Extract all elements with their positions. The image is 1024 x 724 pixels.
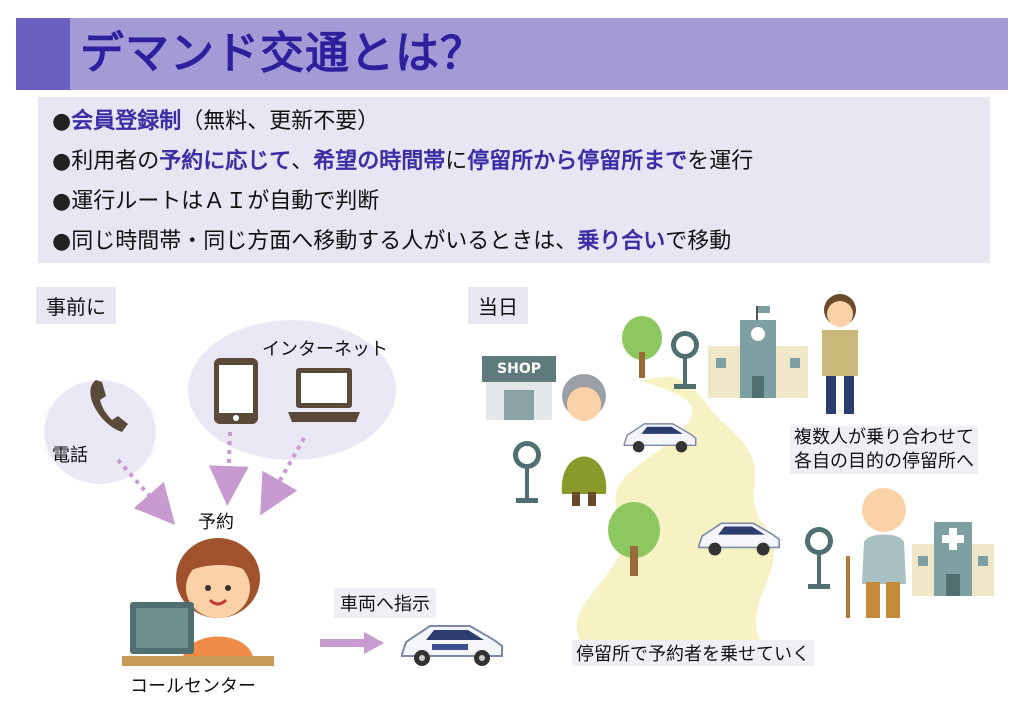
internet-label: インターネット bbox=[262, 339, 388, 360]
bullet-text: で移動 bbox=[665, 229, 732, 254]
bullet-mark: ● bbox=[52, 149, 72, 174]
call-center-label: コールセンター bbox=[130, 676, 256, 697]
title-bar bbox=[16, 18, 1008, 90]
shared-ride-label-2: 各自の目的の停留所へ bbox=[790, 450, 978, 474]
bullet-mark: ● bbox=[52, 189, 72, 214]
laptop-icon bbox=[288, 368, 360, 422]
student-illustration bbox=[822, 294, 858, 414]
demand-vehicle-icon bbox=[623, 423, 697, 453]
highlighted-text: 停留所から停留所まで bbox=[467, 149, 688, 174]
bus-stop-icon bbox=[513, 441, 541, 503]
phone-label: 電話 bbox=[52, 445, 88, 466]
pickup-label: 停留所で予約者を乗せていく bbox=[572, 640, 814, 666]
section-label-same-day: 当日 bbox=[468, 287, 528, 324]
elderly-man-illustration bbox=[846, 488, 906, 618]
highlighted-text: 希望の時間帯 bbox=[313, 149, 446, 174]
bullet-2: ●利用者の予約に応じて、希望の時間帯に停留所から停留所までを運行 bbox=[52, 143, 753, 175]
bus-stop-icon bbox=[805, 527, 833, 589]
elderly-woman-illustration bbox=[561, 374, 607, 506]
title-accent-block bbox=[16, 18, 70, 90]
hospital-building-icon bbox=[912, 522, 994, 596]
demand-vehicle-icon bbox=[698, 522, 780, 556]
shared-ride-label-1: 複数人が乗り合わせて bbox=[790, 426, 978, 450]
highlighted-text: 乗り合い bbox=[577, 229, 666, 254]
bullet-mark: ● bbox=[52, 229, 72, 254]
highlighted-text: 会員登録制 bbox=[71, 109, 182, 134]
tree-icon bbox=[622, 316, 662, 378]
bullet-text: 運行ルートはＡＩが自動で判断 bbox=[71, 189, 380, 214]
instruction-label: 車両へ指示 bbox=[334, 588, 436, 618]
call-center-operator-illustration bbox=[122, 538, 274, 666]
bullet-text: 、 bbox=[291, 149, 314, 174]
bus-stop-icon bbox=[671, 331, 699, 389]
bullet-text: を運行 bbox=[687, 149, 754, 174]
bullet-3: ●運行ルートはＡＩが自動で判断 bbox=[52, 183, 379, 215]
bullet-4: ●同じ時間帯・同じ方面へ移動する人がいるときは、乗り合いで移動 bbox=[52, 223, 731, 255]
demand-vehicle-icon bbox=[401, 625, 503, 666]
bullet-text: に bbox=[445, 149, 468, 174]
summary-box bbox=[38, 97, 990, 263]
page-title: デマンド交通とは？ bbox=[80, 28, 485, 79]
telephone-icon bbox=[90, 380, 128, 432]
bullet-text: （無料、更新不要） bbox=[181, 109, 380, 134]
tree-icon bbox=[608, 502, 660, 576]
bullet-text: 同じ時間帯・同じ方面へ移動する人がいるときは、 bbox=[71, 229, 578, 254]
smartphone-icon bbox=[214, 358, 258, 424]
shop-door bbox=[504, 390, 534, 420]
bullet-mark: ● bbox=[52, 109, 72, 134]
shop-sign: SHOP bbox=[482, 356, 556, 382]
school-building-icon bbox=[708, 306, 808, 398]
reservation-label: 予約 bbox=[198, 512, 234, 533]
instruction-arrow bbox=[320, 632, 384, 654]
highlighted-text: 予約に応じて bbox=[159, 149, 292, 174]
bullet-1: ●会員登録制（無料、更新不要） bbox=[52, 103, 379, 135]
section-label-advance: 事前に bbox=[36, 287, 116, 324]
bullet-text: 利用者の bbox=[71, 149, 160, 174]
